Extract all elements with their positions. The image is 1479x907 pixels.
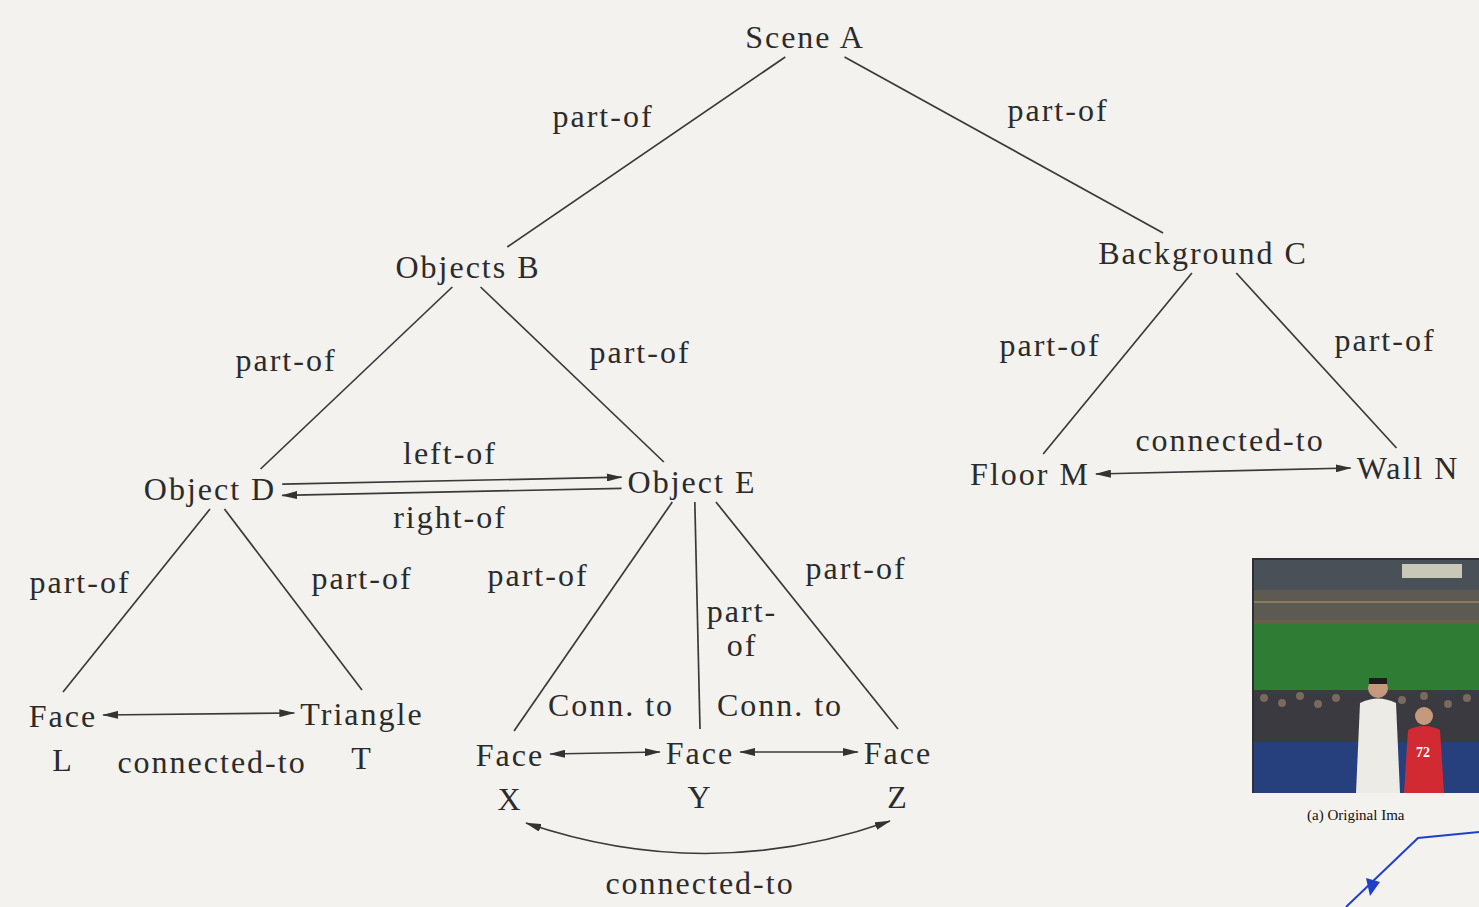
relation-arrow [740, 751, 858, 753]
text-node: TriangleT [294, 690, 429, 782]
text-node: Object D [138, 469, 282, 509]
girl-head [1415, 707, 1433, 725]
field-edge [1254, 620, 1479, 624]
node-name: Face [476, 733, 544, 777]
figure-caption: (a) Original Ima [1307, 807, 1404, 824]
edge-label: part-of [484, 557, 591, 593]
node-letter: L [29, 738, 97, 782]
text-node: FaceY [660, 729, 740, 821]
node-letter: Y [666, 775, 734, 819]
edge-label: Conn. to [714, 687, 846, 723]
relation-line [695, 502, 700, 729]
text-node: FaceL [23, 692, 103, 784]
text-node: FaceZ [858, 729, 938, 821]
edge-label: part-of [308, 560, 415, 596]
edge-label: part-of [549, 98, 656, 134]
edge-label: part-of [802, 550, 909, 586]
text-node: Object E [622, 462, 763, 502]
edge-label: connected-to [1132, 422, 1327, 458]
relation-arrow [103, 713, 294, 715]
text-node: FaceX [470, 731, 550, 823]
node-name: Face [864, 731, 932, 775]
node-letter: Z [864, 775, 932, 819]
text-node: Scene A [739, 17, 871, 57]
stadium-stands [1254, 590, 1479, 620]
jersey-number: 72 [1416, 745, 1430, 761]
node-letter: T [300, 736, 423, 780]
relation-line [224, 509, 362, 690]
relation-line [63, 509, 210, 692]
pointer-head [1366, 878, 1380, 896]
relation-arrow [282, 488, 621, 495]
node-name: Face [29, 694, 97, 738]
edge-label: right-of [390, 499, 510, 535]
edge-label: part- of [704, 594, 780, 662]
relation-arrow [526, 821, 890, 854]
relation-line [845, 57, 1164, 233]
edge-label: part-of [586, 334, 693, 370]
photo-illustration [1252, 558, 1479, 793]
man-hair [1369, 678, 1387, 684]
stadium-roof [1254, 560, 1479, 590]
edge-label: left-of [400, 435, 500, 471]
relation-arrow [550, 752, 660, 754]
man-head [1368, 678, 1388, 698]
text-node: Background C [1092, 233, 1314, 273]
relation-line [507, 57, 785, 247]
edge-label: part-of [26, 564, 133, 600]
relation-arrow [1096, 468, 1351, 474]
node-name: Wall N [1357, 450, 1460, 486]
edge-label: connected-to [114, 744, 309, 780]
stand-rail [1254, 601, 1479, 603]
girl-jersey [1404, 726, 1444, 793]
edge-label: part-of [1331, 322, 1438, 358]
text-node: Floor M [964, 454, 1096, 494]
node-letter: X [476, 777, 544, 821]
node-name: Triangle [300, 692, 423, 736]
node-name: Background C [1098, 235, 1308, 271]
text-node: Objects B [389, 247, 546, 287]
node-name: Face [666, 731, 734, 775]
scoreboard [1402, 564, 1462, 578]
pointer-line [1346, 832, 1479, 907]
node-name: Floor M [970, 456, 1090, 492]
edge-label: Conn. to [545, 687, 677, 723]
edge-label: part-of [1004, 92, 1111, 128]
edge-label: part-of [232, 342, 339, 378]
playing-field [1254, 620, 1479, 690]
relation-arrow [282, 477, 621, 484]
node-name: Objects B [395, 249, 540, 285]
man-shirt [1356, 699, 1400, 794]
node-name: Scene A [745, 19, 865, 55]
edge-label: connected-to [602, 865, 797, 901]
node-name: Object D [144, 471, 276, 507]
text-node: Wall N [1351, 448, 1466, 488]
photo-frame [1252, 558, 1479, 793]
relation-line [481, 287, 664, 462]
edge-label: part-of [996, 327, 1103, 363]
node-name: Object E [628, 464, 757, 500]
